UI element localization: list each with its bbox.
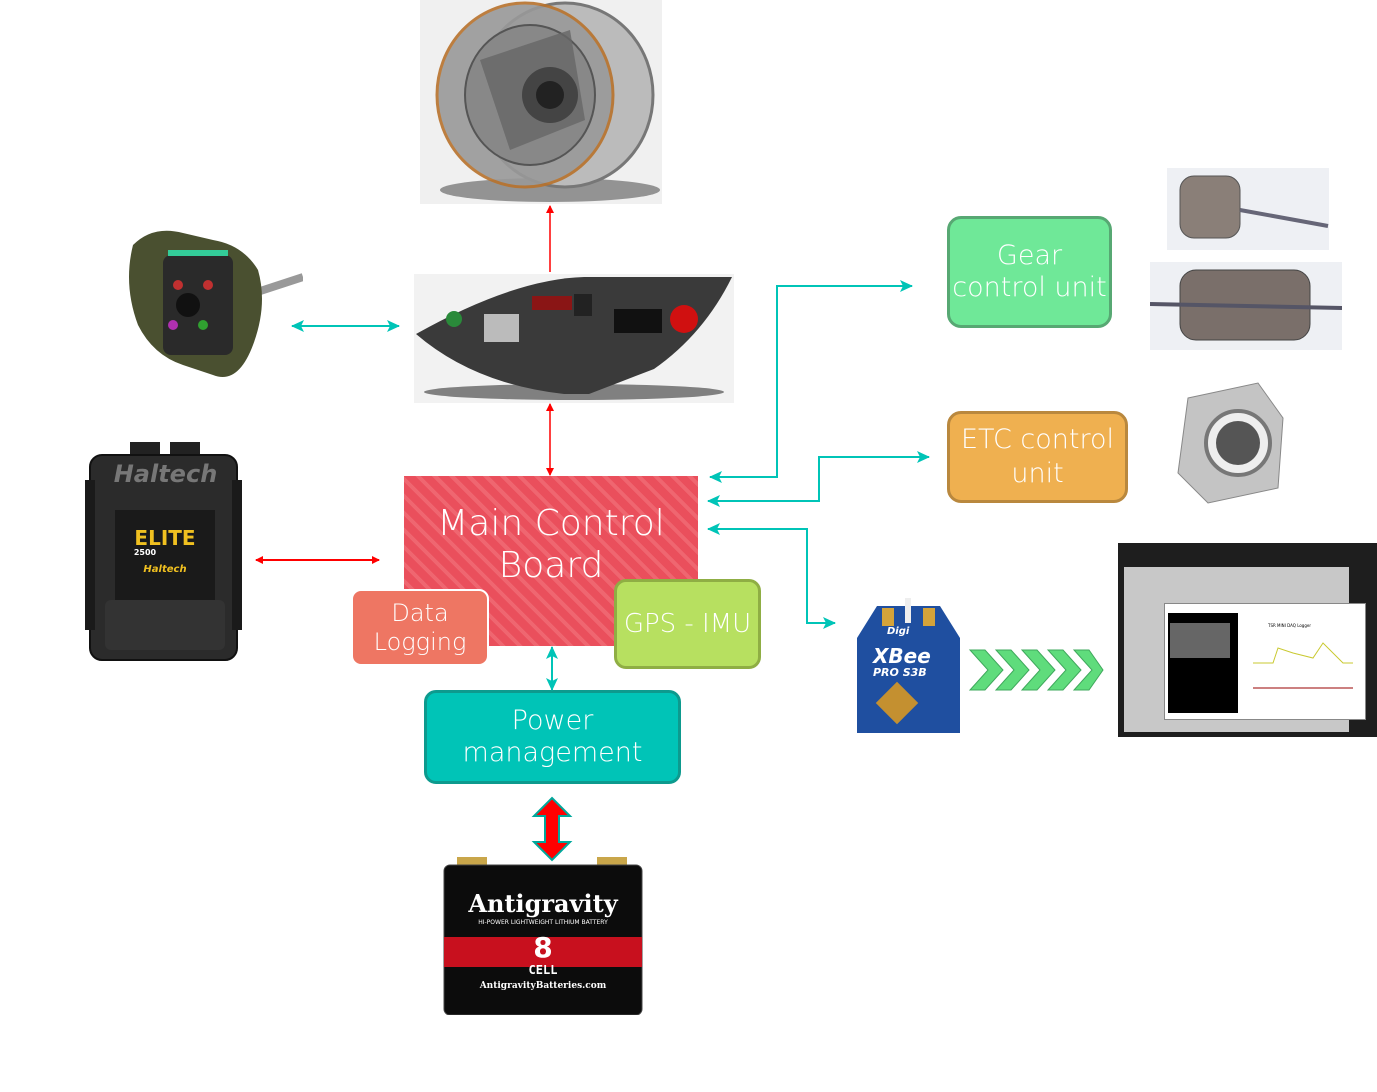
telemetry-software-image: TSR MINI DAQ Logger xyxy=(1118,543,1377,737)
main-control-board: Main Control Board xyxy=(404,476,698,646)
steering-wheel-image xyxy=(129,230,303,377)
haltech-ecu-image: Haltech ELITE 2500 Haltech xyxy=(85,440,242,668)
arrow-board-gear xyxy=(709,280,913,483)
chevron-arrows xyxy=(968,649,1104,691)
power-management-box: Power management xyxy=(424,690,681,784)
xbee-name-logo: XBee xyxy=(873,644,931,668)
battery-url-logo: AntigravityBatteries.com xyxy=(479,981,607,991)
gps-imu-box: GPS - IMU xyxy=(614,579,761,669)
wheel-assembly-image xyxy=(420,0,662,204)
xbee-module-image: Digi XBee PRO S3B xyxy=(857,598,960,733)
battery-cell-label: CELL xyxy=(528,963,558,977)
xbee-brand-logo: Digi xyxy=(887,626,910,637)
ecu-number-logo: 2500 xyxy=(133,548,157,557)
battery-sub-logo: HI-POWER LIGHTWEIGHT LITHIUM BATTERY xyxy=(478,919,608,926)
arrow-power-battery xyxy=(531,796,573,862)
software-title: TSR MINI DAQ Logger xyxy=(1268,623,1311,628)
xbee-model-logo: PRO S3B xyxy=(873,666,927,679)
throttle-body-image xyxy=(1177,382,1284,504)
etc-control-unit-box: ETC control unit xyxy=(947,411,1128,503)
battery-brand-logo: Antigravity xyxy=(468,889,618,918)
dashboard-image xyxy=(414,274,734,403)
battery-cells-logo: 8 xyxy=(533,931,553,964)
antigravity-battery-image: Antigravity HI-POWER LIGHTWEIGHT LITHIUM… xyxy=(442,857,644,1015)
arrow-board-etc xyxy=(707,451,930,507)
gear-actuator-image xyxy=(1150,168,1342,350)
gear-control-unit-box: Gear control unit xyxy=(947,216,1112,328)
data-logging-box: Data Logging xyxy=(351,589,489,666)
ecu-model-logo: ELITE xyxy=(134,526,196,550)
ecu-brand-small-logo: Haltech xyxy=(143,564,187,575)
ecu-brand-logo: Haltech xyxy=(113,460,218,488)
